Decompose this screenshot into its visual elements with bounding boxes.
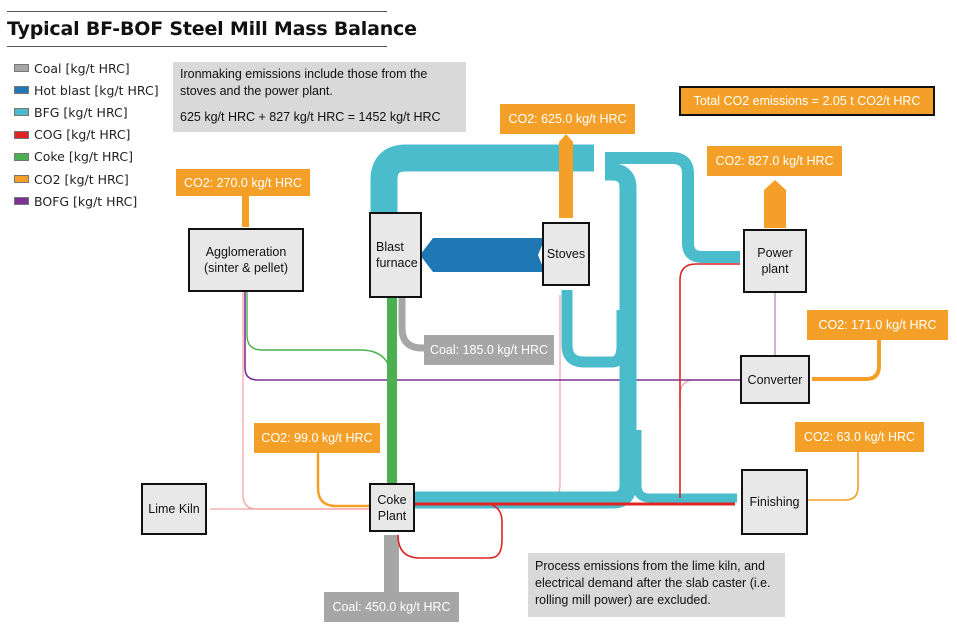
node-finishing[interactable]: Finishing <box>741 469 808 535</box>
coke-flow-main <box>387 298 397 486</box>
legend-item-co2: CO2 [kg/t HRC] <box>14 168 159 190</box>
node-stoves[interactable]: Stoves <box>542 222 590 286</box>
co2-flow-agglomeration <box>242 195 249 227</box>
title-rule-top <box>7 11 387 12</box>
ironmaking-note-equation: 625 kg/t HRC + 827 kg/t HRC = 1452 kg/t … <box>180 110 441 124</box>
ironmaking-note-text: Ironmaking emissions include those from … <box>180 67 428 98</box>
bfg-flow-down <box>410 163 637 509</box>
coke-flow-agglomeration <box>246 290 392 379</box>
node-coke-plant[interactable]: Coke Plant <box>369 483 415 532</box>
ironmaking-note: Ironmaking emissions include those from … <box>173 62 466 132</box>
coal-flow-coke-plant <box>384 535 399 595</box>
bofg-flow <box>244 290 740 381</box>
bfg-flow-stoves <box>561 290 628 368</box>
co2-flow-finishing <box>807 447 859 501</box>
cog-flow-agglomeration <box>242 290 385 510</box>
coal-swatch-icon <box>14 64 29 73</box>
coke-swatch-icon <box>14 152 29 161</box>
legend-item-bofg: BOFG [kg/t HRC] <box>14 190 159 212</box>
bfg-flow-finishing <box>632 430 737 503</box>
legend-label: Coal [kg/t HRC] <box>34 60 130 76</box>
legend-label: Hot blast [kg/t HRC] <box>34 82 159 98</box>
title-rule-bottom <box>7 46 387 47</box>
legend-label: BOFG [kg/t HRC] <box>34 193 138 209</box>
legend-label: Coke [kg/t HRC] <box>34 149 134 165</box>
node-blast-furnace[interactable]: Blast furnace <box>369 212 422 298</box>
bfg-swatch-icon <box>14 108 29 117</box>
bofg-swatch-icon <box>14 197 29 206</box>
coal-label-coke-plant: Coal: 450.0 kg/t HRC <box>324 592 459 622</box>
co2-swatch-icon <box>14 175 29 184</box>
co2-flow-coke-plant <box>316 453 373 508</box>
coal-flow-blast-furnace <box>398 298 426 352</box>
bfg-flow-power-plant <box>605 152 740 263</box>
co2-label-agglomeration: CO2: 270.0 kg/t HRC <box>176 169 310 196</box>
legend-item-cog: COG [kg/t HRC] <box>14 124 159 146</box>
page-title: Typical BF-BOF Steel Mill Mass Balance <box>7 18 417 40</box>
co2-label-stoves: CO2: 625.0 kg/t HRC <box>500 104 635 134</box>
cog-flow-loop <box>397 503 503 559</box>
legend-label: CO2 [kg/t HRC] <box>34 171 129 187</box>
co2-label-finishing: CO2: 63.0 kg/t HRC <box>795 422 924 452</box>
node-agglomeration[interactable]: Agglomeration (sinter & pellet) <box>188 228 304 292</box>
cog-swatch-icon <box>14 130 29 139</box>
cog-flow-power-plant <box>679 263 740 498</box>
cog-flow-converter <box>679 379 740 410</box>
legend: Coal [kg/t HRC] Hot blast [kg/t HRC] BFG… <box>14 57 159 212</box>
co2-label-converter: CO2: 171.0 kg/t HRC <box>807 310 948 340</box>
legend-item-bfg: BFG [kg/t HRC] <box>14 101 159 123</box>
legend-item-coke: Coke [kg/t HRC] <box>14 146 159 168</box>
coal-label-blast-furnace: Coal: 185.0 kg/t HRC <box>424 335 554 365</box>
legend-item-coal: Coal [kg/t HRC] <box>14 57 159 79</box>
node-converter[interactable]: Converter <box>740 355 810 404</box>
co2-label-coke-plant: CO2: 99.0 kg/t HRC <box>254 423 380 453</box>
legend-item-hot-blast: Hot blast [kg/t HRC] <box>14 79 159 101</box>
hot-blast-swatch-icon <box>14 86 29 95</box>
node-lime-kiln[interactable]: Lime Kiln <box>141 483 207 535</box>
cog-flow-stoves <box>410 295 561 503</box>
exclusions-note: Process emissions from the lime kiln, an… <box>528 553 785 617</box>
co2-label-power-plant: CO2: 827.0 kg/t HRC <box>707 146 842 176</box>
bfg-flow-main <box>370 144 594 212</box>
co2-flow-converter <box>812 340 881 381</box>
legend-label: COG [kg/t HRC] <box>34 127 131 143</box>
legend-label: BFG [kg/t HRC] <box>34 104 128 120</box>
total-co2-badge: Total CO2 emissions = 2.05 t CO2/t HRC <box>679 86 935 116</box>
co2-flow-power-plant <box>764 180 786 228</box>
co2-flow-stoves <box>559 134 573 218</box>
hot-blast-flow <box>420 238 545 272</box>
node-power-plant[interactable]: Power plant <box>743 229 807 293</box>
